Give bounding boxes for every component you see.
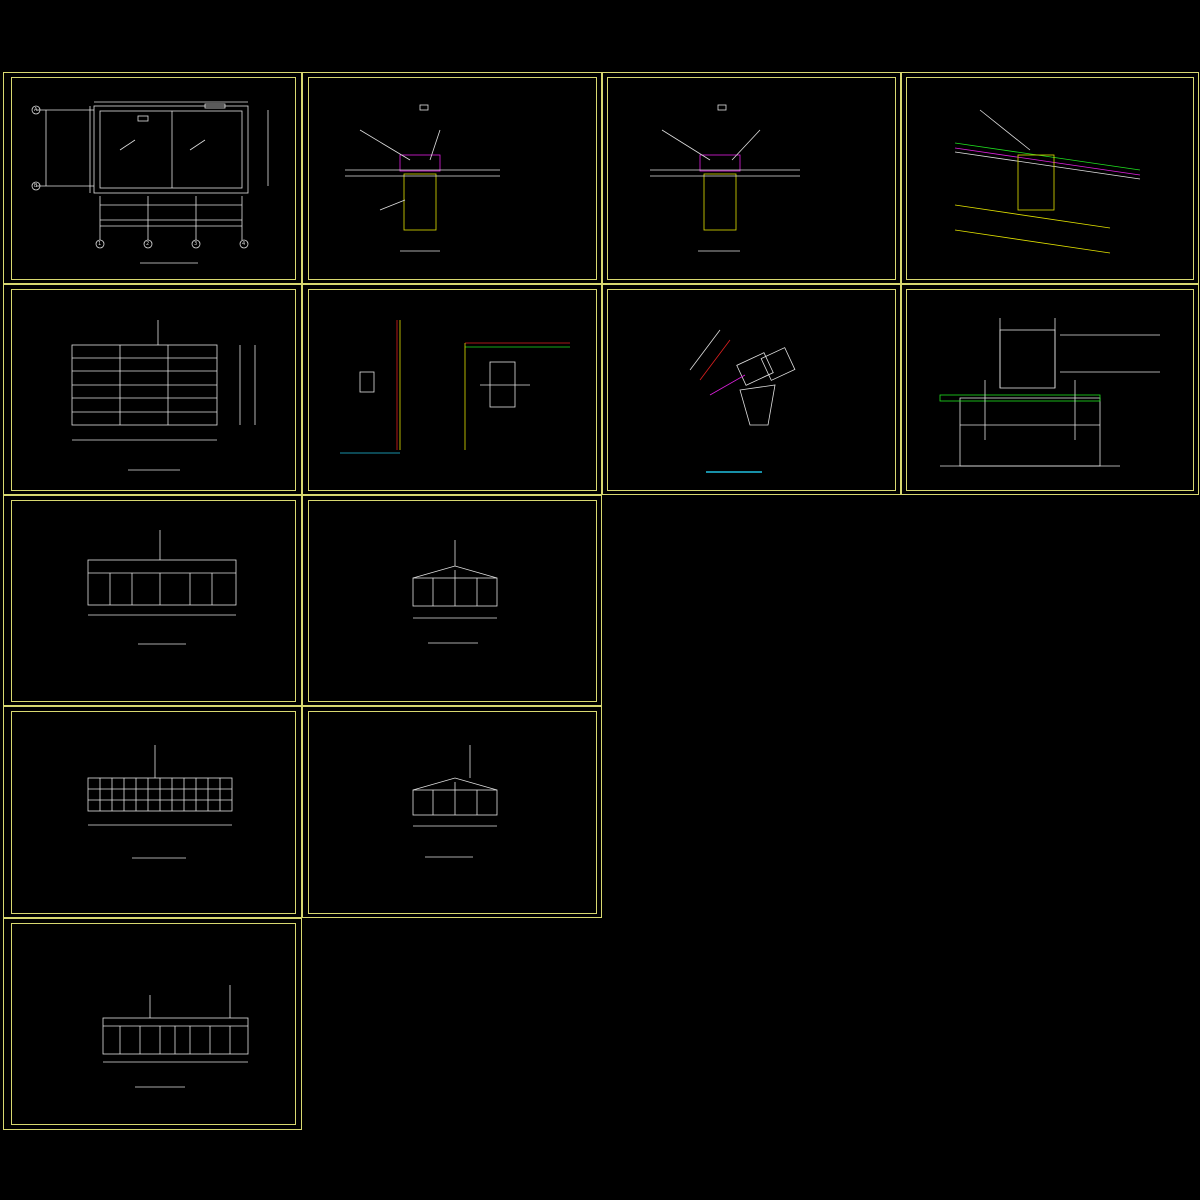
roof-slope-detail <box>954 109 1141 254</box>
section-detail-1 <box>345 104 500 231</box>
sheet-frame-13 <box>3 918 302 1130</box>
sheet-inner-10 <box>308 500 597 702</box>
sheet-frame-12 <box>302 706 602 918</box>
sheet-inner-11 <box>11 711 296 914</box>
sheet-inner-6 <box>308 289 597 491</box>
sheet-frame-4 <box>901 72 1199 284</box>
gutter-detail <box>689 329 796 426</box>
grid-axis-label-2: 2 <box>146 241 150 247</box>
front-elevation-2 <box>102 985 249 1063</box>
sheet-frame-1 <box>3 72 302 284</box>
wall-connection-details <box>359 320 570 450</box>
sheet-frame-5 <box>3 284 302 495</box>
sheet-inner-4 <box>906 77 1194 280</box>
foundation-detail <box>939 318 1160 467</box>
sheet-frame-11 <box>3 706 302 918</box>
side-elevation-2 <box>412 745 498 827</box>
sheet-frame-9 <box>3 495 302 706</box>
sheet-inner-8 <box>906 289 1194 491</box>
sheet-inner-13 <box>11 923 296 1125</box>
grid-axis-label-4: 4 <box>242 241 246 247</box>
floor-plan-drawing <box>31 101 269 249</box>
sheet-frame-6 <box>302 284 602 495</box>
grid-axis-label-A: A <box>34 107 38 113</box>
sheet-inner-7 <box>607 289 896 491</box>
sheet-inner-5 <box>11 289 296 491</box>
sheet-inner-3 <box>607 77 896 280</box>
grid-axis-label-3: 3 <box>194 241 198 247</box>
sheet-inner-12 <box>308 711 597 914</box>
roof-layout-plan <box>71 320 256 441</box>
sheet-frame-3 <box>602 72 901 284</box>
sheet-inner-1 <box>11 77 296 280</box>
section-detail-2 <box>650 104 800 231</box>
sheet-frame-10 <box>302 495 602 706</box>
sheet-frame-2 <box>302 72 602 284</box>
sheet-inner-2 <box>308 77 597 280</box>
grid-axis-label-1: 1 <box>98 241 102 247</box>
grid-axis-label-B: B <box>34 183 38 189</box>
north-elevation <box>87 745 233 826</box>
sheet-inner-9 <box>11 500 296 702</box>
side-elevation-1 <box>412 540 498 619</box>
sheet-frame-7 <box>602 284 901 495</box>
front-elevation-1 <box>87 530 237 616</box>
sheet-frame-8 <box>901 284 1199 495</box>
